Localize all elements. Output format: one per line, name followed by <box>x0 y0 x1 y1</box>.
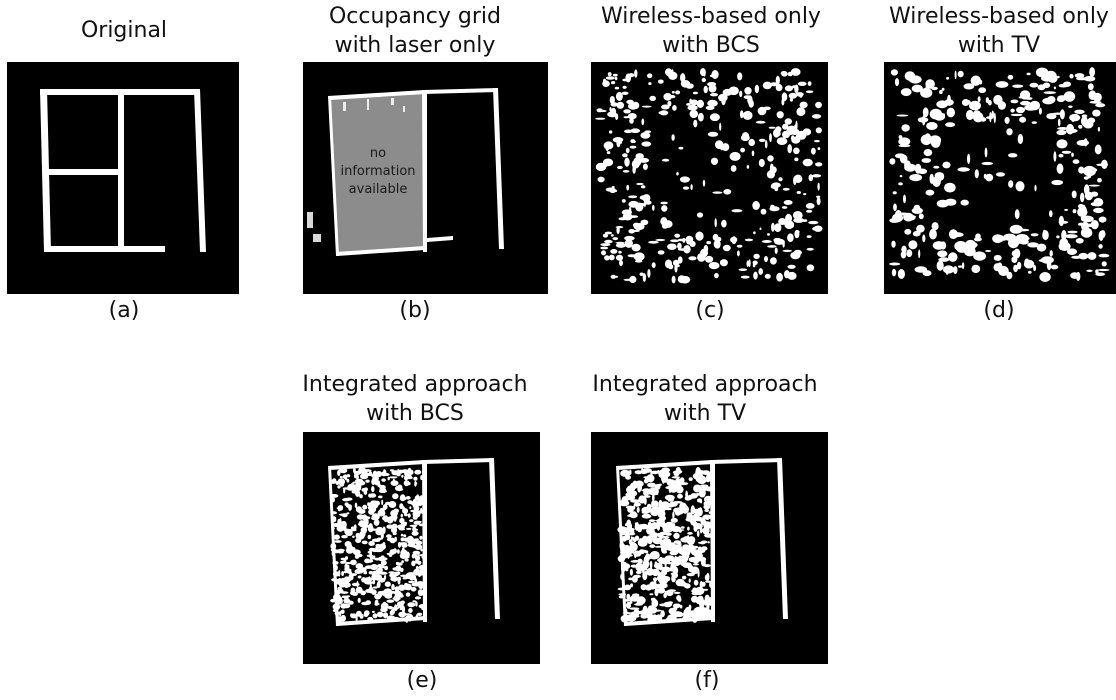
panel-a-caption: (a) <box>108 298 140 323</box>
panel-e-caption: (e) <box>406 668 438 693</box>
panel-c-reconstruction-speckle <box>595 68 823 284</box>
panel-d-reconstruction-speckle <box>889 67 1110 282</box>
panel-d-wireless-tv <box>884 62 1116 294</box>
panel-b-note-line-1: no <box>370 146 386 161</box>
panel-b-note-line-3: available <box>349 182 408 197</box>
panel-e-integrated-bcs <box>303 432 540 664</box>
panel-b-note-line-2: information <box>340 164 415 179</box>
panel-a-original-map <box>7 62 239 294</box>
panel-a-title: Original <box>80 18 168 43</box>
panel-d-caption: (d) <box>983 298 1015 323</box>
panel-e-title: Integrated approach with BCS <box>302 372 528 426</box>
panel-b-title: Occupancy grid with laser only <box>328 4 502 58</box>
panel-c-caption: (c) <box>695 298 725 323</box>
panel-f-title: Integrated approach with TV <box>592 372 818 426</box>
panel-b-caption: (b) <box>399 298 431 323</box>
panel-c-wireless-bcs <box>591 62 828 294</box>
panel-c-title: Wireless-based only with BCS <box>601 4 821 58</box>
panel-b-laser-grid: no information available <box>303 62 548 294</box>
panel-f-caption: (f) <box>694 668 720 693</box>
panel-d-title: Wireless-based only with TV <box>889 4 1109 58</box>
panel-f-integrated-tv <box>591 432 828 664</box>
panel-e-reconstruction-speckle <box>330 467 427 623</box>
